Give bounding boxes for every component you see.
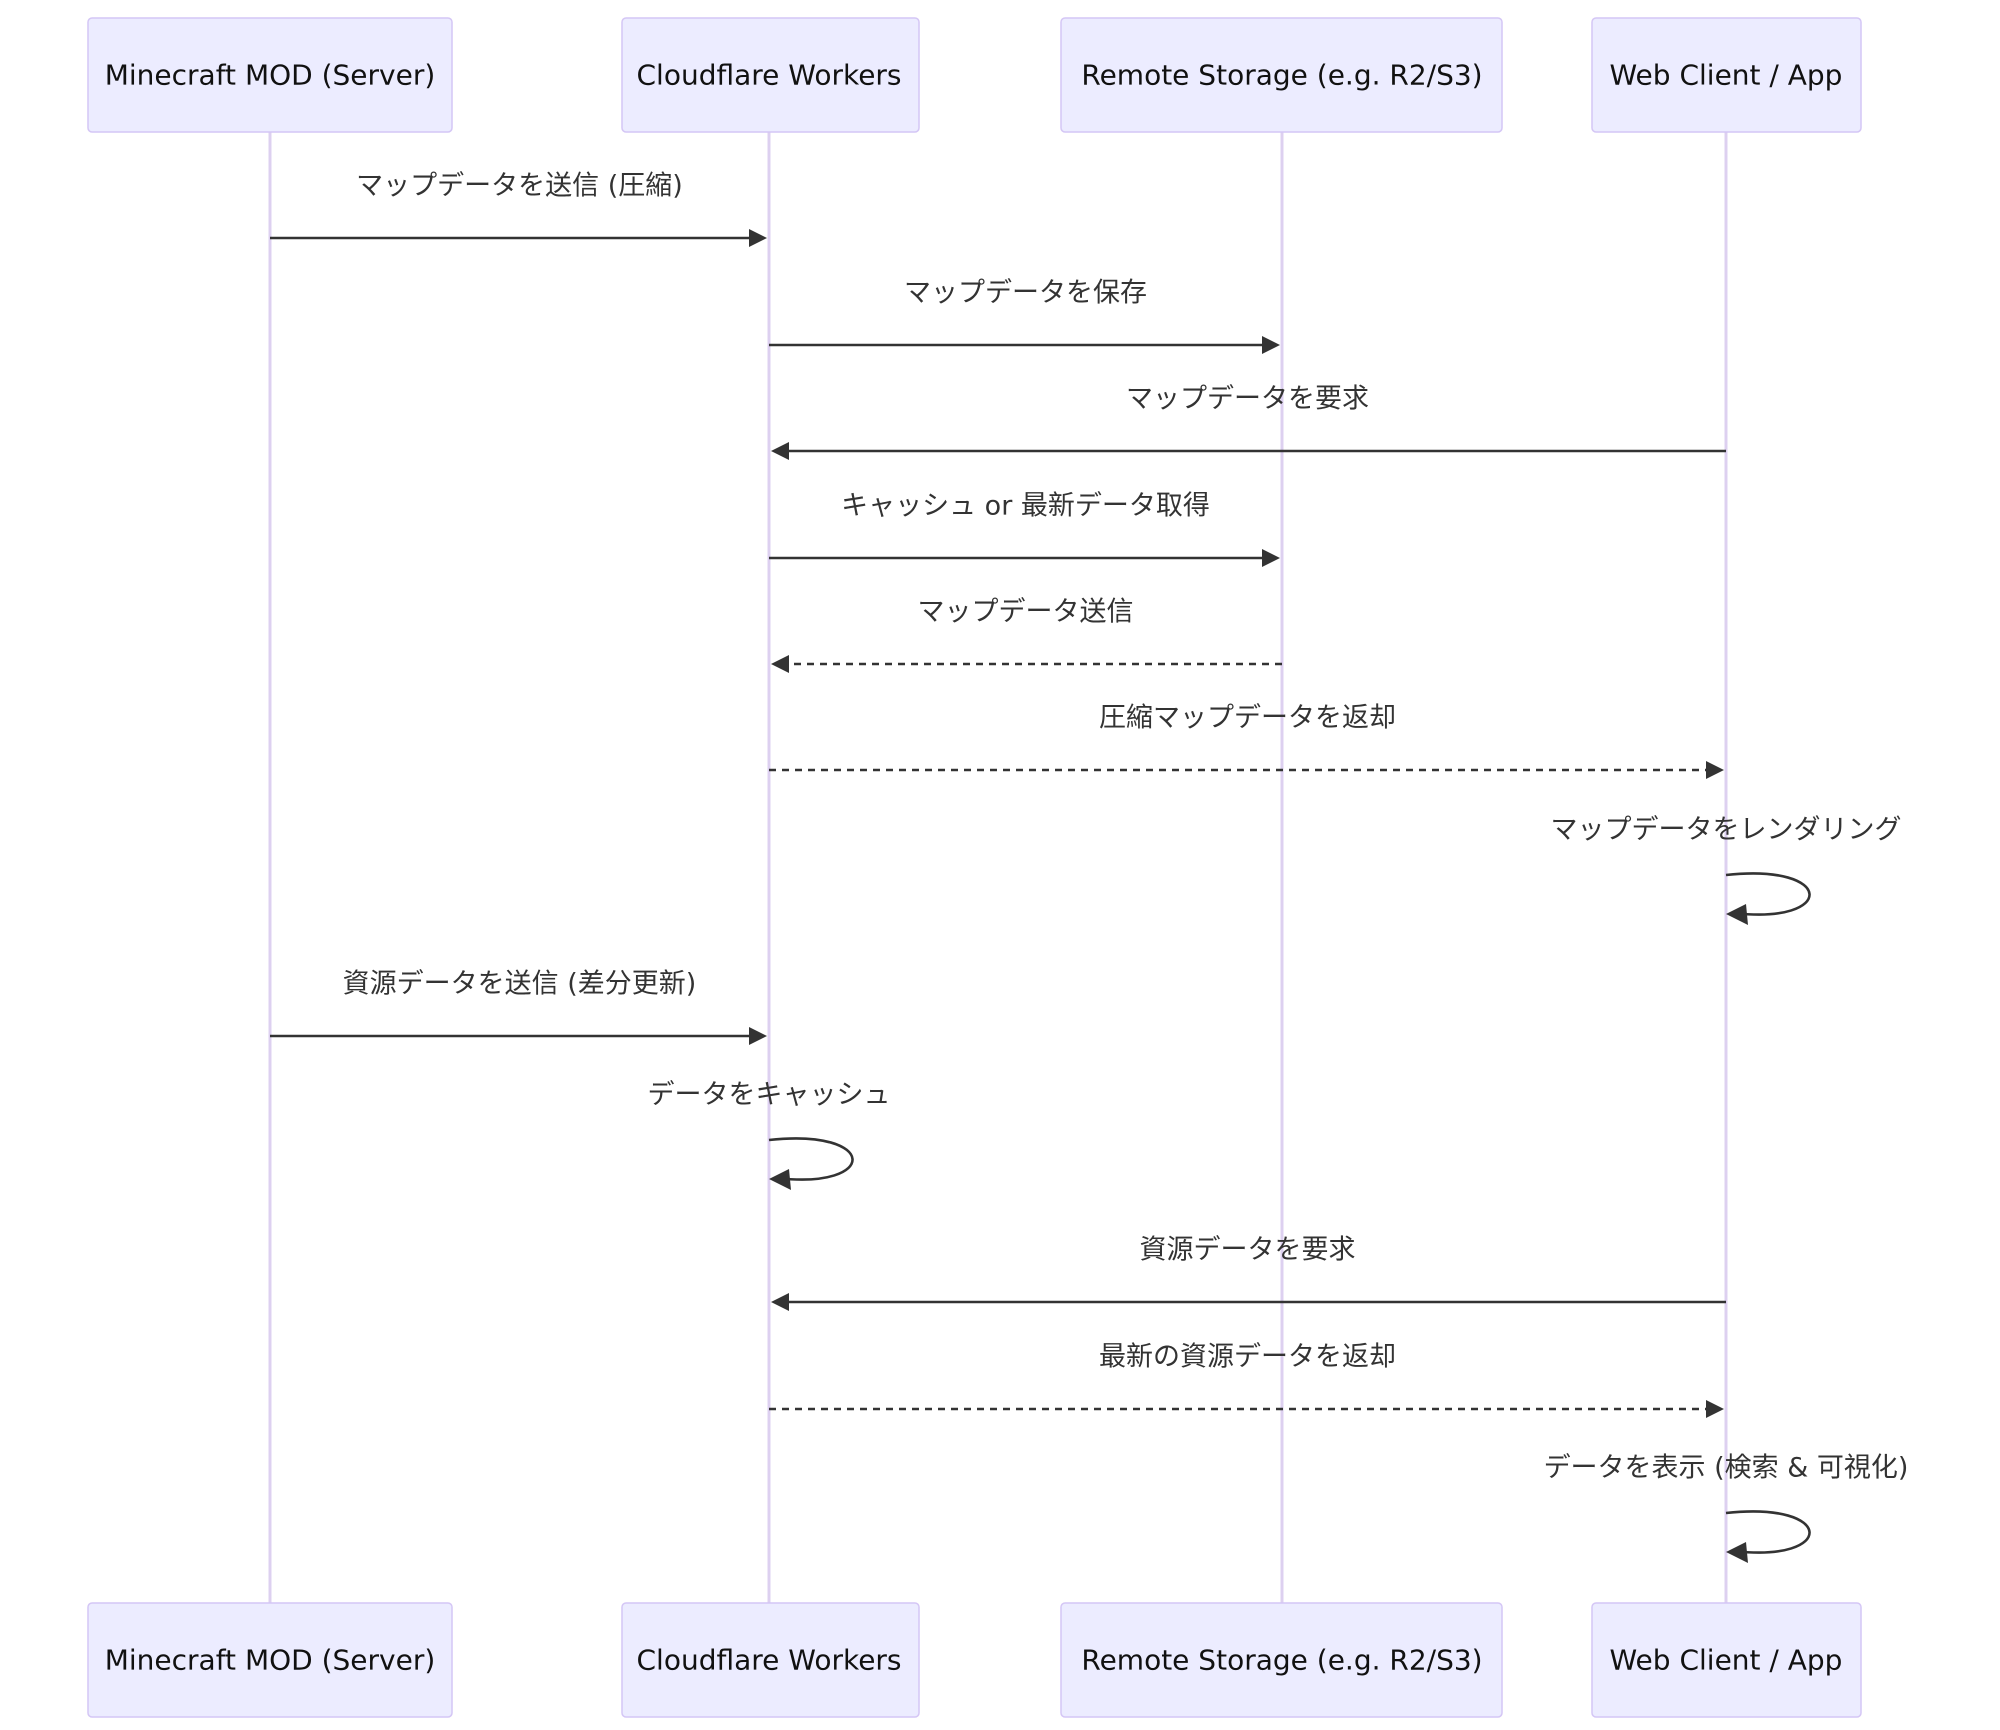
actor-box: [1591, 17, 1862, 133]
self-loop-line: [768, 1137, 854, 1181]
message-label: 資源データを要求: [1140, 1235, 1356, 1266]
actor-label: Web Client / App: [1610, 59, 1843, 92]
actor-web-top[interactable]: Web Client / App: [1591, 17, 1862, 133]
message-10[interactable]: 資源データを要求: [771, 1235, 1726, 1312]
actor-workers-top[interactable]: Cloudflare Workers: [621, 17, 920, 133]
message-label: マップデータを要求: [1126, 384, 1369, 415]
actor-box: [1591, 1602, 1862, 1718]
actor-workers-bottom[interactable]: Cloudflare Workers: [621, 1602, 920, 1718]
actor-mod-bottom[interactable]: Minecraft MOD (Server): [87, 1602, 453, 1718]
message-label: マップデータ送信: [918, 597, 1134, 628]
arrowhead-icon: [1706, 1400, 1724, 1418]
actor-box: [1060, 17, 1503, 133]
self-loop-line: [1725, 872, 1811, 916]
arrowhead-icon: [749, 1027, 767, 1045]
actors-bottom: Minecraft MOD (Server) Cloudflare Workers…: [87, 1602, 1862, 1718]
message-8[interactable]: 資源データを送信 (差分更新): [270, 969, 767, 1046]
actor-web-bottom[interactable]: Web Client / App: [1591, 1602, 1862, 1718]
message-label: マップデータを保存: [904, 278, 1147, 309]
message-11[interactable]: 最新の資源データを返却: [769, 1342, 1724, 1419]
actor-storage-bottom[interactable]: Remote Storage (e.g. R2/S3): [1060, 1602, 1503, 1718]
message-label: キャッシュ or 最新データ取得: [841, 491, 1210, 522]
actor-label: Cloudflare Workers: [636, 59, 901, 92]
arrowhead-icon: [1726, 904, 1748, 925]
arrowhead-icon: [1706, 761, 1724, 779]
self-loop-line: [1725, 1510, 1811, 1554]
actor-box: [1060, 1602, 1503, 1718]
arrowhead-icon: [771, 1293, 789, 1311]
actor-box: [621, 1602, 920, 1718]
message-7[interactable]: マップデータをレンダリング: [1551, 815, 1902, 926]
message-1[interactable]: マップデータを送信 (圧縮): [270, 171, 767, 248]
message-6[interactable]: 圧縮マップデータを返却: [769, 703, 1724, 780]
arrowhead-icon: [771, 655, 789, 673]
message-label: データを表示 (検索 & 可視化): [1544, 1453, 1909, 1484]
arrowhead-icon: [1262, 549, 1280, 567]
actors-top: Minecraft MOD (Server) Cloudflare Workers…: [87, 17, 1862, 133]
arrowhead-icon: [771, 442, 789, 460]
arrowhead-icon: [769, 1169, 791, 1190]
message-3[interactable]: マップデータを要求: [771, 384, 1726, 461]
actor-label: Minecraft MOD (Server): [105, 1644, 436, 1677]
message-label: データをキャッシュ: [648, 1080, 891, 1111]
actor-box: [87, 17, 453, 133]
actor-label: Remote Storage (e.g. R2/S3): [1081, 59, 1482, 92]
message-4[interactable]: キャッシュ or 最新データ取得: [769, 491, 1280, 568]
arrowhead-icon: [1262, 336, 1280, 354]
message-label: 資源データを送信 (差分更新): [343, 969, 697, 1000]
actor-label: Web Client / App: [1610, 1644, 1843, 1677]
arrowhead-icon: [749, 229, 767, 247]
actor-storage-top[interactable]: Remote Storage (e.g. R2/S3): [1060, 17, 1503, 133]
actor-box: [621, 17, 920, 133]
lifelines: [268, 132, 1728, 1603]
actor-mod-top[interactable]: Minecraft MOD (Server): [87, 17, 453, 133]
message-label: マップデータを送信 (圧縮): [356, 171, 683, 202]
message-12[interactable]: データを表示 (検索 & 可視化): [1544, 1453, 1909, 1564]
message-9[interactable]: データをキャッシュ: [648, 1080, 891, 1191]
actor-label: Minecraft MOD (Server): [105, 59, 436, 92]
message-label: 圧縮マップデータを返却: [1099, 703, 1396, 734]
message-label: マップデータをレンダリング: [1551, 815, 1902, 846]
actor-label: Cloudflare Workers: [636, 1644, 901, 1677]
message-label: 最新の資源データを返却: [1099, 1342, 1396, 1373]
message-2[interactable]: マップデータを保存: [769, 278, 1280, 355]
actor-label: Remote Storage (e.g. R2/S3): [1081, 1644, 1482, 1677]
arrowhead-icon: [1726, 1542, 1748, 1563]
message-5[interactable]: マップデータ送信: [771, 597, 1282, 674]
actor-box: [87, 1602, 453, 1718]
